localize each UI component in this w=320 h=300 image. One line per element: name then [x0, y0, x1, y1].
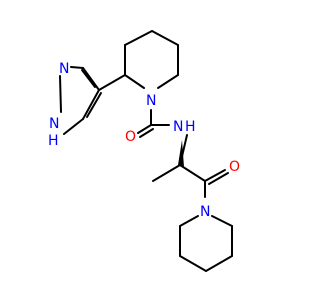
bond [179, 255, 207, 272]
pyrazole-ring [59, 66, 126, 135]
bond [211, 215, 233, 227]
bond [151, 30, 179, 46]
bond [82, 67, 100, 91]
bond [179, 164, 206, 182]
side-chain [152, 140, 229, 198]
bond [157, 74, 179, 89]
bond [204, 169, 226, 182]
bond [152, 164, 181, 182]
atom-n-pyrazole: N [59, 61, 69, 77]
atom-h-pyrazole: H [48, 133, 59, 149]
bond [208, 172, 229, 185]
atom-n-bottom: N [200, 204, 210, 220]
bond [124, 30, 153, 46]
bond [81, 69, 96, 88]
bond [179, 215, 199, 227]
molecule-diagram: N N H O O N N N H [48, 30, 240, 272]
bond [98, 74, 126, 91]
atom-o-amide: O [125, 129, 136, 145]
atom-o-ketone: O [229, 159, 240, 175]
piperidine-ring-top [124, 30, 179, 89]
bond [59, 75, 62, 113]
bond [124, 74, 145, 89]
structure-svg: N N H O O N N N H [48, 30, 240, 272]
bond [139, 128, 154, 138]
piperidine-ring-bottom [179, 215, 233, 272]
wedge-bond [178, 140, 184, 167]
bond [82, 89, 100, 120]
amide-group [137, 109, 188, 166]
bond [63, 118, 84, 135]
atom-h: H [185, 119, 196, 135]
bond [137, 124, 152, 134]
bond [205, 255, 233, 272]
atom-nh: N [173, 119, 183, 135]
atom-nh-pyrazole: N [49, 116, 59, 132]
bond [70, 66, 84, 69]
bond [86, 92, 102, 118]
atom-n-piperidine: N [146, 93, 156, 109]
